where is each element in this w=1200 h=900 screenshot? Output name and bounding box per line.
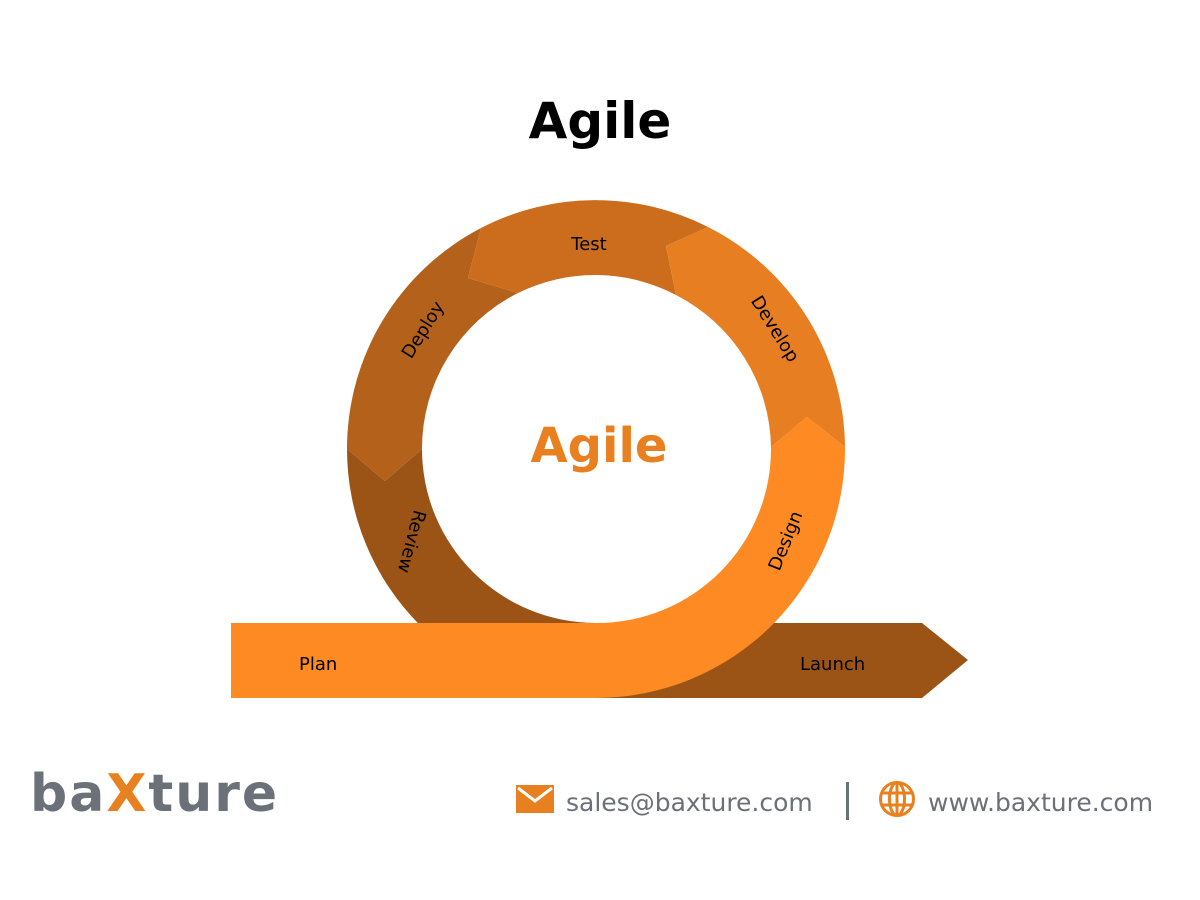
- test-label: Test: [570, 234, 606, 255]
- email-text[interactable]: sales@baxture.com: [566, 787, 813, 817]
- baxture-logo: baXture: [30, 768, 279, 820]
- launch-label: Launch: [800, 654, 865, 675]
- website-contact[interactable]: www.baxture.com: [878, 780, 1153, 824]
- contact-separator: [846, 782, 849, 820]
- page-title: Agile: [528, 92, 672, 150]
- globe-icon: [878, 780, 916, 824]
- design-segment: [231, 417, 846, 698]
- envelope-icon: [516, 785, 554, 819]
- center-label: Agile: [531, 418, 668, 474]
- logo-suffix: ture: [148, 764, 280, 824]
- email-contact[interactable]: sales@baxture.com: [516, 780, 813, 824]
- develop-segment: [666, 227, 845, 447]
- website-text[interactable]: www.baxture.com: [928, 787, 1154, 817]
- deploy-segment: [346, 228, 518, 481]
- plan-label: Plan: [299, 654, 337, 675]
- logo-prefix: ba: [30, 764, 107, 824]
- test-segment: [468, 200, 708, 295]
- logo-highlight: X: [106, 764, 149, 824]
